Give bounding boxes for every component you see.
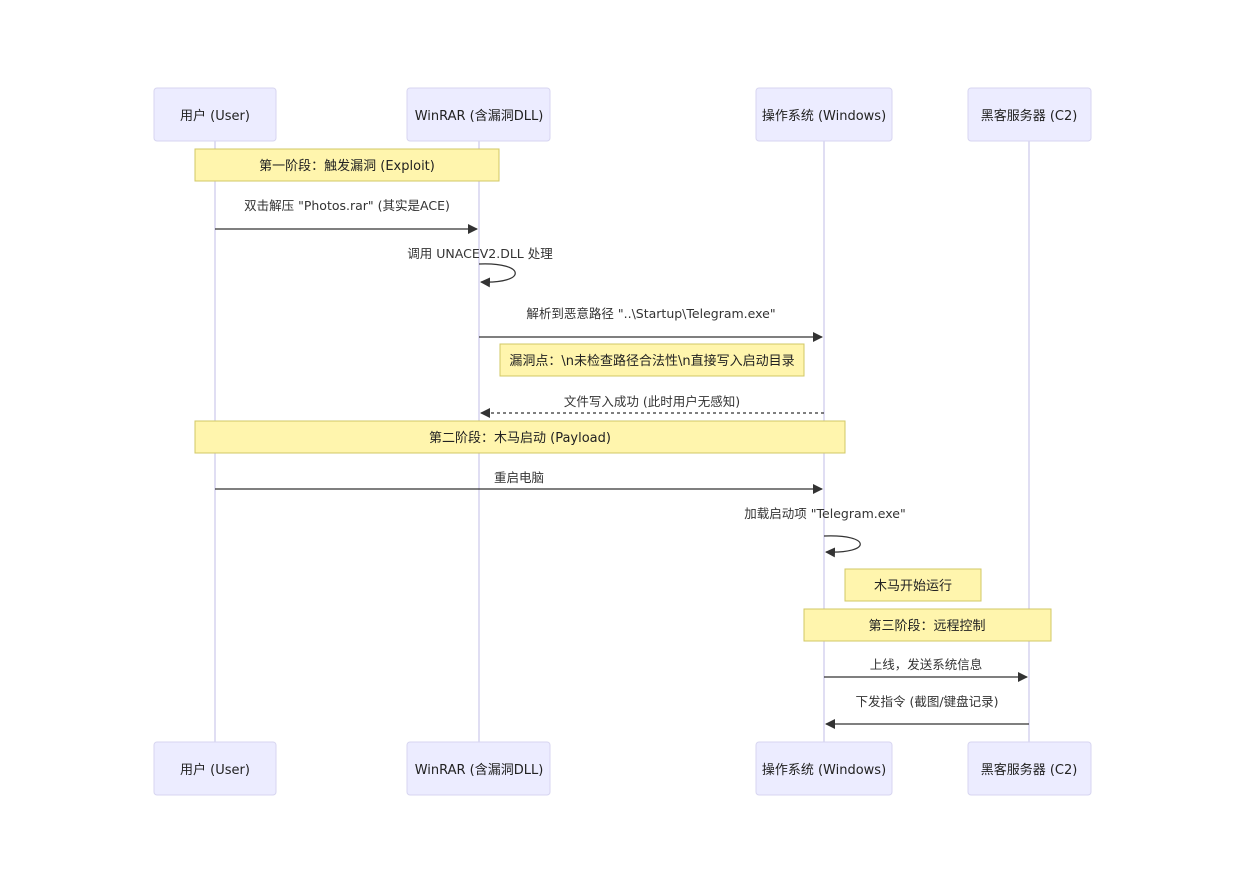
message-label-m5: 重启电脑: [494, 470, 544, 485]
message-label-m7: 上线，发送系统信息: [870, 657, 983, 672]
actor-user-top: 用户 (User): [153, 87, 277, 142]
message-label-m8: 下发指令 (截图/键盘记录): [856, 694, 999, 709]
message-label-m2: 调用 UNACEV2.DLL 处理: [407, 246, 553, 261]
note-trojan-running-text: 木马开始运行: [874, 579, 952, 594]
actor-os-bottom-label: 操作系统 (Windows): [762, 762, 886, 778]
note-phase-1: 第一阶段：触发漏洞 (Exploit): [194, 148, 500, 182]
note-vulnerability: 漏洞点：\n未检查路径合法性\n直接写入启动目录: [499, 343, 805, 377]
note-phase-2-text: 第二阶段：木马启动 (Payload): [429, 431, 611, 446]
actor-c2-bottom: 黑客服务器 (C2): [967, 741, 1092, 796]
actor-c2-bottom-label: 黑客服务器 (C2): [981, 762, 1078, 778]
message-label-m3: 解析到恶意路径 "..\Startup\Telegram.exe": [526, 306, 775, 321]
note-trojan-running: 木马开始运行: [844, 568, 982, 602]
actor-winrar-label: WinRAR (含漏洞DLL): [415, 108, 544, 124]
note-phase-1-text: 第一阶段：触发漏洞 (Exploit): [259, 158, 435, 174]
actor-os-bottom: 操作系统 (Windows): [755, 741, 893, 796]
message-label-m1: 双击解压 "Photos.rar" (其实是ACE): [244, 198, 450, 213]
note-phase-3: 第三阶段：远程控制: [803, 608, 1052, 642]
actor-user-bottom-label: 用户 (User): [180, 762, 250, 778]
actor-user-label: 用户 (User): [180, 108, 250, 124]
actor-c2-label: 黑客服务器 (C2): [981, 108, 1078, 124]
message-arrow-m6: [823, 535, 861, 558]
note-vulnerability-text: 漏洞点：\n未检查路径合法性\n直接写入启动目录: [509, 353, 794, 369]
actor-winrar-bottom: WinRAR (含漏洞DLL): [406, 741, 551, 796]
actor-user-bottom: 用户 (User): [153, 741, 277, 796]
message-label-m6: 加载启动项 "Telegram.exe": [744, 506, 905, 521]
actor-c2-top: 黑客服务器 (C2): [967, 87, 1092, 142]
note-phase-3-text: 第三阶段：远程控制: [868, 619, 985, 634]
actor-os-label: 操作系统 (Windows): [762, 108, 886, 124]
message-label-m4: 文件写入成功 (此时用户无感知): [564, 394, 740, 409]
note-phase-2: 第二阶段：木马启动 (Payload): [194, 420, 846, 454]
actor-winrar-top: WinRAR (含漏洞DLL): [406, 87, 551, 142]
actor-winrar-bottom-label: WinRAR (含漏洞DLL): [415, 762, 544, 778]
actor-os-top: 操作系统 (Windows): [755, 87, 893, 142]
message-arrow-m2: [478, 263, 516, 288]
